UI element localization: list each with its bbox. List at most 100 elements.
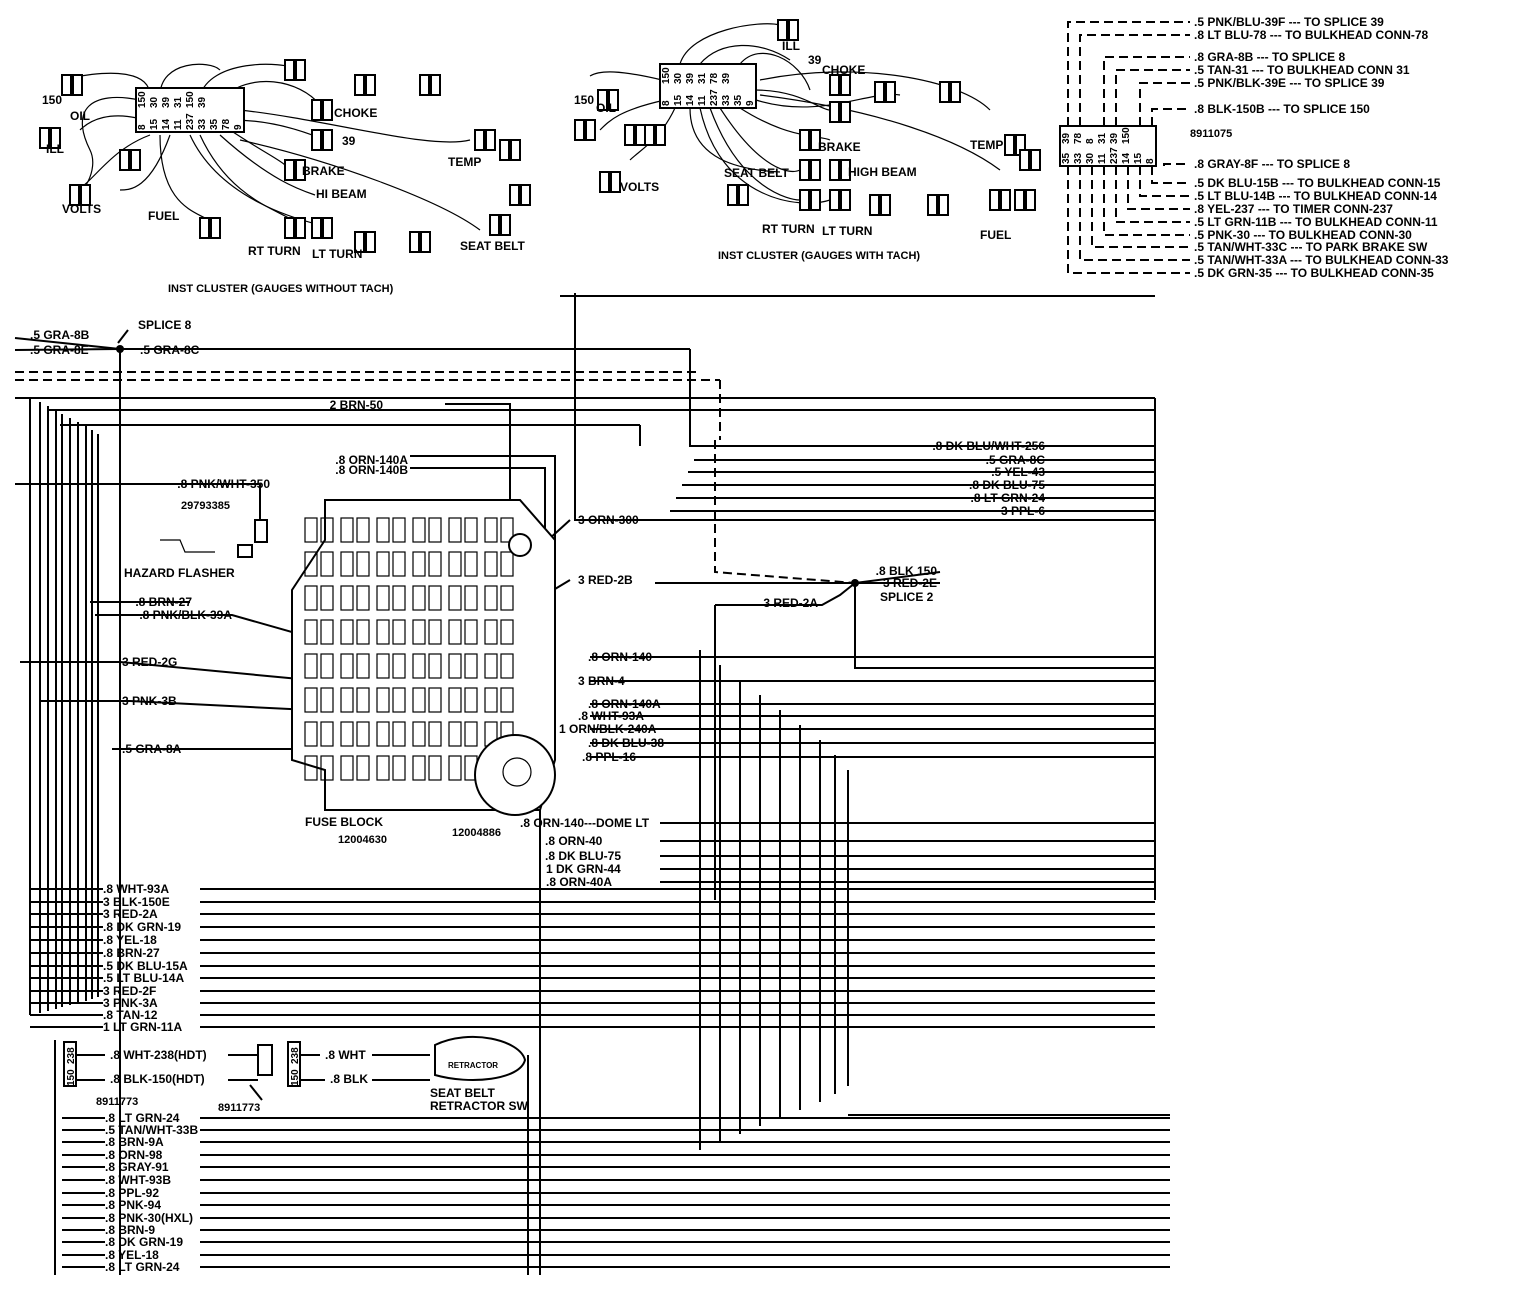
- fuse-cavity: [500, 619, 514, 645]
- indicator-bulb: [655, 124, 666, 146]
- connector-pin: 78: [709, 72, 720, 84]
- wire-label: .5 GRA-8E: [30, 343, 89, 357]
- indicator-bulb: [610, 171, 621, 193]
- cluster-label: SEAT BELT: [460, 239, 526, 253]
- connector-circuit: .5 TAN-31 --- TO BULKHEAD CONN 31: [1194, 63, 1410, 77]
- fuse-block-wire: .8 DK BLU-38: [588, 736, 664, 750]
- indicator-bulb: [520, 184, 531, 206]
- seat-belt-connector: [287, 1041, 301, 1087]
- indicator-bulb: [295, 217, 306, 239]
- cluster-label: BRAKE: [818, 140, 861, 154]
- connector-pin: 33: [1073, 152, 1084, 164]
- indicator-bulb: [295, 159, 306, 181]
- connector-pin: 11: [1097, 153, 1108, 164]
- harness-wire-label: .5 YEL-43: [991, 465, 1045, 479]
- fuse-cavity: [304, 687, 318, 713]
- wire-label: .5 GRA-8C: [140, 343, 200, 357]
- indicator-bulb: [500, 214, 511, 236]
- indicator-bulb: [50, 127, 61, 149]
- connector-lead: [1103, 56, 1190, 126]
- cluster-lead: [599, 99, 666, 131]
- fuse-cavity: [340, 687, 354, 713]
- bundle-wire-label: .8 ORN-98: [105, 1148, 163, 1162]
- connector-lead: [1079, 34, 1190, 126]
- fuse-cavity: [320, 721, 334, 747]
- connector-pin: 11: [697, 95, 708, 106]
- connector-lead: [1151, 108, 1190, 126]
- fuse-cavity: [356, 755, 370, 781]
- connector-pin: 78: [221, 118, 232, 130]
- seat-belt-part: 8911773: [96, 1096, 138, 1108]
- fuse-block-wire: .8 ORN-40: [545, 834, 603, 848]
- component-shapes: [39, 19, 1157, 1087]
- wire-path: [714, 440, 856, 584]
- connector-circuit: .5 TAN/WHT-33C --- TO PARK BRAKE SW: [1194, 240, 1428, 254]
- wire-segment: [249, 1084, 263, 1101]
- seat-belt-part: 8911773: [218, 1102, 260, 1114]
- connector-pin: 8: [1085, 138, 1096, 144]
- cluster-label: 150: [574, 93, 594, 107]
- fuse-block-wire: 2 BRN-50: [330, 398, 384, 412]
- bundle-wire-label: 3 RED-2F: [103, 984, 156, 998]
- bundle-wire-label: 3 RED-2A: [103, 907, 158, 921]
- indicator-bulb: [727, 184, 738, 206]
- bundle-wire-label: .8 TAN-12: [103, 1008, 158, 1022]
- fuse-cavity: [464, 653, 478, 679]
- wire-segment: [14, 337, 121, 350]
- seat-belt-wire: .8 BLK-150(HDT): [110, 1072, 205, 1086]
- wire-segment: [14, 348, 121, 351]
- fuse-cavity: [500, 517, 514, 543]
- bundle-wire-label: .5 LT BLU-14A: [103, 971, 184, 985]
- fuse-cavity: [428, 653, 442, 679]
- connector-lead: [1103, 166, 1190, 236]
- bundle-wire-label: 1 LT GRN-11A: [103, 1020, 182, 1034]
- cluster-lead: [689, 107, 781, 173]
- connector-circuit: .5 PNK-30 --- TO BULKHEAD CONN-30: [1194, 228, 1412, 242]
- hazard-flasher-label: HAZARD FLASHER: [124, 566, 235, 580]
- connector-lead: [1163, 163, 1190, 166]
- cluster-label: FUEL: [148, 209, 179, 223]
- fuse-cavity: [484, 551, 498, 577]
- connector-circuit: .8 YEL-237 --- TO TIMER CONN-237: [1194, 202, 1393, 216]
- cluster-label: HIGH BEAM: [848, 165, 917, 179]
- indicator-bulb: [354, 231, 365, 253]
- connector-pin: 30: [149, 96, 160, 108]
- fuse-cavity: [304, 653, 318, 679]
- cluster-label: RT TURN: [762, 222, 815, 236]
- cluster-lead: [219, 134, 316, 196]
- cluster-lead: [754, 89, 831, 111]
- fuse-cavity: [392, 551, 406, 577]
- indicator-bulb: [597, 89, 608, 111]
- fuse-cavity: [376, 551, 390, 577]
- cluster-lead: [159, 134, 206, 219]
- hazard-part-number: 29793385: [181, 500, 230, 512]
- connector-lead: [1139, 82, 1190, 126]
- fuse-cavity: [356, 653, 370, 679]
- indicator-bulb: [322, 129, 333, 151]
- connector-pin: 39: [161, 96, 172, 108]
- connector-8911075: [1059, 125, 1157, 167]
- fuse-cavity: [320, 517, 334, 543]
- bundle-wire-label: 3 BLK-150E: [103, 895, 170, 909]
- indicator-bulb: [777, 19, 788, 41]
- indicator-bulb: [354, 74, 365, 96]
- wire-path: [715, 582, 856, 606]
- bundle-wire-label: .8 BRN-27: [103, 946, 160, 960]
- connector-pin: 238: [290, 1047, 301, 1064]
- seat-belt-title: RETRACTOR SW: [430, 1099, 528, 1113]
- connector-pin: 9: [745, 100, 756, 106]
- indicator-bulb: [80, 184, 91, 206]
- splice-wire: 3 RED-2E: [883, 576, 937, 590]
- fuse-cavity: [304, 517, 318, 543]
- fuse-block-wire: .8 ORN-140A: [335, 453, 408, 467]
- indicator-bulb: [810, 189, 821, 211]
- connector-circuit: .5 PNK/BLU-39F --- TO SPLICE 39: [1194, 15, 1384, 29]
- indicator-bulb: [869, 194, 880, 216]
- connector-pin: 237: [709, 89, 720, 106]
- harness-wire-label: .8 DK BLU/WHT-256: [932, 439, 1045, 453]
- fuse-cavity: [484, 517, 498, 543]
- connector-pin: 237: [185, 113, 196, 130]
- fuse-block-wire: .8 BRN-27: [135, 595, 192, 609]
- indicator-bulb: [840, 74, 851, 96]
